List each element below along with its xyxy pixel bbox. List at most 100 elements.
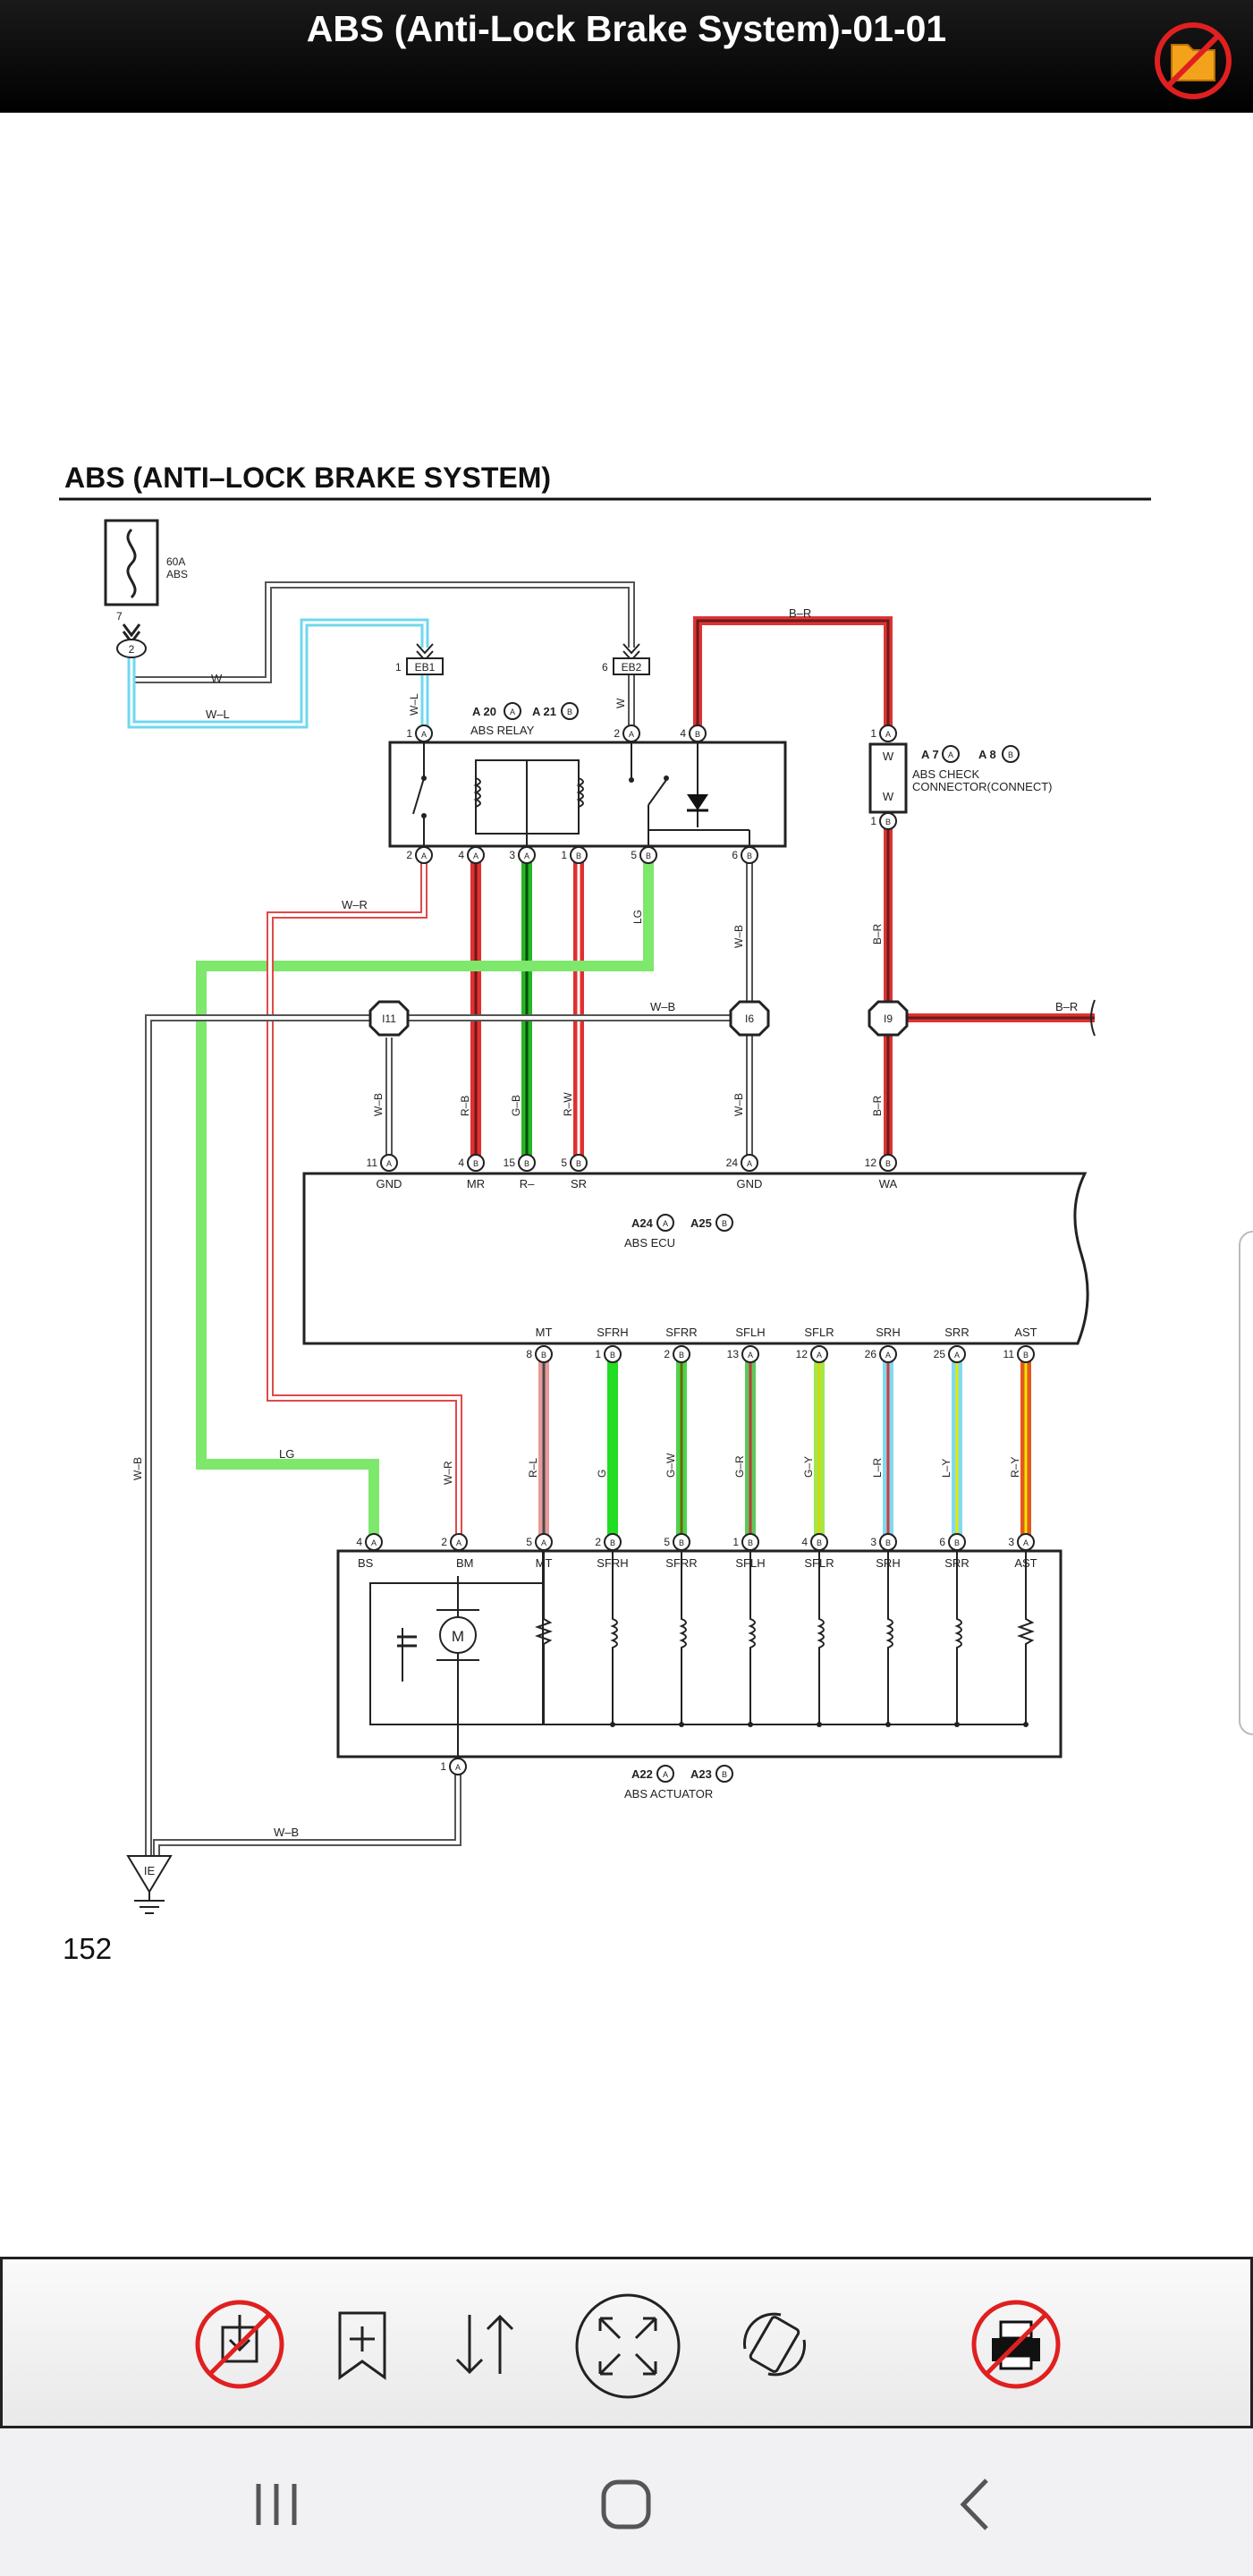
svg-text:A: A [948,750,953,759]
ecu-top-wire-label: W–B [732,1093,745,1116]
svg-text:I9: I9 [884,1013,893,1025]
wire-label-wb-left: W–B [131,1457,144,1480]
abs-check-connector [868,742,908,814]
print-disabled-icon[interactable] [967,2295,1065,2394]
relay-top-terminal: B4 [680,724,707,742]
system-navigation-bar [0,2428,1253,2576]
svg-text:4: 4 [458,849,464,861]
relay-bottom-terminal: A3 [509,846,536,864]
ecu-actuator-wire-label: L–R [871,1458,884,1478]
svg-text:1: 1 [561,849,567,861]
actuator-top-terminal: A5 [526,1533,553,1551]
svg-text:5: 5 [664,1536,670,1548]
svg-text:A: A [524,852,529,860]
download-disabled-icon[interactable] [190,2295,289,2394]
back-icon[interactable] [937,2464,1018,2545]
abs-relay-box [388,741,787,848]
svg-text:B: B [817,1538,822,1547]
ecu-pin-label: GND [377,1177,402,1191]
ecu-bottom-pin-label: SFLH [735,1326,765,1339]
svg-text:A: A [954,1351,960,1360]
ecu-pin-label: MR [467,1177,485,1191]
svg-text:B: B [610,1351,615,1360]
svg-text:24: 24 [726,1157,739,1169]
actuator-top-terminal: B2 [595,1533,622,1551]
ecu-top-terminal: A24 [726,1154,758,1172]
abs-ecu-box [302,1172,1089,1345]
svg-text:B: B [747,852,752,860]
page-number: 152 [63,1932,112,1965]
ecu-actuator-wire-label: G [596,1470,608,1478]
relay-top-terminal: A1 [406,724,433,742]
svg-text:5: 5 [561,1157,567,1169]
wire-label-wr-low: W–R [442,1461,454,1485]
wire-label-lg-low: LG [279,1447,294,1461]
rotate-icon[interactable] [725,2295,824,2394]
wire-label-w: W [211,672,223,685]
actuator-pin-label: SFLH [735,1556,765,1570]
svg-text:B: B [567,708,572,716]
fuse-pin: 7 [116,610,123,623]
check-code-2: A 8 [978,748,996,761]
svg-text:4: 4 [356,1536,362,1548]
svg-text:A: A [663,1770,668,1779]
ecu-top-wire-label: R–B [459,1096,471,1116]
svg-text:I6: I6 [745,1013,754,1025]
ecu-top-wire-label: G–B [510,1095,522,1116]
eb1-label: EB1 [415,661,436,674]
document-page[interactable]: ABS (ANTI–LOCK BRAKE SYSTEM) [0,113,1253,2257]
svg-text:A: A [386,1159,392,1168]
svg-text:B: B [722,1770,727,1779]
relay-bottom-terminal: A4 [458,846,485,864]
svg-text:A: A [421,730,427,739]
add-bookmark-icon[interactable] [313,2295,411,2394]
svg-text:3: 3 [509,849,515,861]
svg-text:5: 5 [526,1536,532,1548]
svg-text:11: 11 [1003,1348,1015,1360]
ecu-actuator-wire-label: G–Y [802,1456,815,1478]
ecu-pin-label: SR [571,1177,587,1191]
wire-label-wl-vert: W–L [408,693,420,716]
scroll-handle[interactable] [1239,1231,1253,1735]
title-bar: ABS (Anti-Lock Brake System)-01-01 [0,0,1253,113]
folder-disabled-icon[interactable] [1150,18,1236,104]
document-title: ABS (Anti-Lock Brake System)-01-01 [306,8,947,49]
ecu-pin-label: R– [520,1177,535,1191]
ecu-actuator-wire-label: L–Y [940,1459,952,1478]
actuator-name: ABS ACTUATOR [624,1787,713,1801]
svg-text:25: 25 [934,1348,946,1360]
actuator-left-terminal: A4 [356,1533,383,1551]
svg-text:A: A [541,1538,546,1547]
abs-actuator-box [336,1549,1063,1758]
svg-text:4: 4 [801,1536,808,1548]
svg-text:15: 15 [504,1157,516,1169]
ecu-bottom-pin-label: SFRH [597,1326,628,1339]
fit-screen-icon[interactable] [573,2292,682,2401]
svg-text:1: 1 [870,727,876,740]
sort-icon[interactable] [436,2295,534,2394]
svg-text:B: B [695,730,700,739]
svg-text:A: A [817,1351,822,1360]
relay-top-terminal: A2 [614,724,640,742]
wire-label-wb-relay: W–B [732,925,745,948]
home-icon[interactable] [586,2464,666,2545]
actuator-code-2: A23 [690,1767,712,1781]
motor-symbol: M [452,1628,464,1645]
check-terminal-top: A1 [870,724,897,742]
ecu-code-2: A25 [690,1216,712,1230]
svg-text:3: 3 [1008,1536,1014,1548]
recent-apps-icon[interactable] [236,2464,317,2545]
wire-label-br-top: B–R [789,606,811,620]
svg-text:A: A [456,1538,461,1547]
actuator-pin-label: BS [358,1556,374,1570]
svg-text:A: A [421,852,427,860]
actuator-top-terminal: B5 [664,1533,690,1551]
svg-text:A: A [510,708,515,716]
ecu-bottom-pin-label: SRH [876,1326,900,1339]
svg-text:B: B [954,1538,960,1547]
ecu-top-wire-label: R–W [562,1092,574,1116]
actuator-pin-label: BM [456,1556,474,1570]
relay-code-2: A 21 [532,705,556,718]
actuator-pin-label: SRH [876,1556,900,1570]
svg-text:2: 2 [595,1536,601,1548]
